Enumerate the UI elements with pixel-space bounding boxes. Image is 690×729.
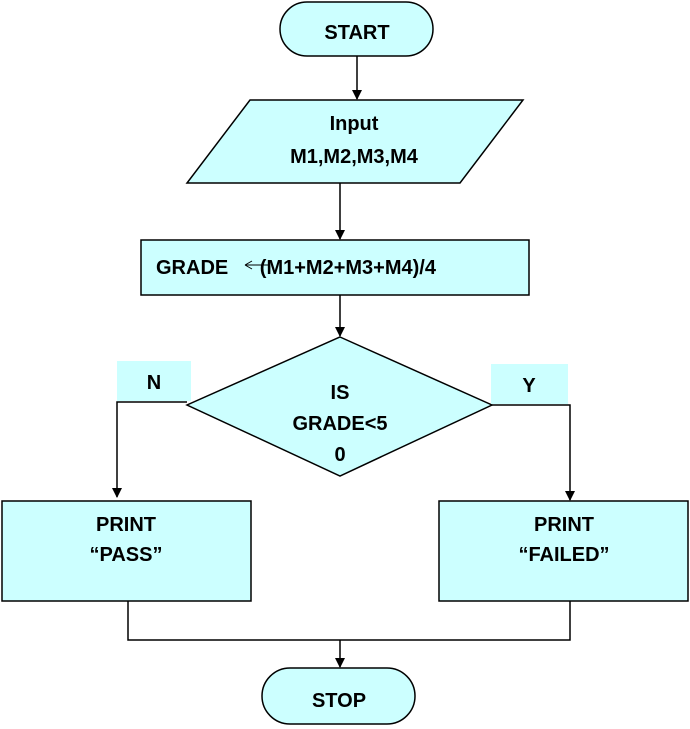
print-failed-label-line1: PRINT [534,514,594,536]
branch-label-yes-text: Y [522,375,536,397]
process-node: GRADE (M1+M2+M3+M4)/4 [140,239,530,296]
process-label: GRADE (M1+M2+M3+M4)/4 [156,257,437,279]
print-failed-node: PRINT “FAILED” [438,500,689,602]
branch-label-no-text: N [147,372,161,394]
edge-pass-to-merge [127,601,340,641]
edge-decision-to-failed [492,404,575,501]
stop-terminator-shape [261,667,416,725]
print-pass-label-line2: “PASS” [90,544,163,566]
start-label: START [324,22,389,44]
print-pass-label-line1: PRINT [96,514,156,536]
branch-label-no: N [117,361,191,401]
edge-decision-to-pass [112,401,187,498]
branch-label-yes: Y [491,364,568,404]
decision-node: IS GRADE<5 0 [185,336,494,477]
input-label-line2: M1,M2,M3,M4 [290,146,419,168]
print-failed-label-line2: “FAILED” [518,544,609,566]
branch-label-no-box [117,361,191,401]
decision-label-line2: GRADE<5 [292,413,387,435]
input-parallelogram-shape [185,99,525,184]
print-pass-rectangle-shape [1,500,252,602]
print-failed-rectangle-shape [438,500,689,602]
decision-diamond-shape [185,336,494,477]
decision-label-line3: 0 [334,444,345,466]
process-label-target: GRADE [156,257,228,279]
decision-label-line1: IS [331,382,350,404]
assignment-arrow-icon [244,260,268,270]
process-label-expression: (M1+M2+M3+M4)/4 [260,257,437,279]
input-node: Input M1,M2,M3,M4 [185,99,525,184]
print-pass-node: PRINT “PASS” [1,500,252,602]
stop-node: STOP [261,667,416,725]
start-node: START [279,1,434,57]
process-rectangle-shape [140,239,530,296]
branch-label-yes-box [491,364,568,404]
input-label-line1: Input [330,113,379,135]
edge-failed-to-merge [340,601,571,641]
stop-label: STOP [312,690,366,712]
